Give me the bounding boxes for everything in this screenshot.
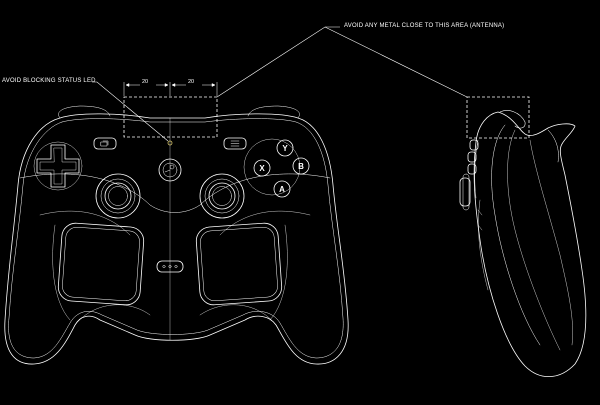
a-button-label: A <box>279 185 285 194</box>
leader-line-antenna <box>216 26 340 98</box>
status-led-annotation: AVOID BLOCKING STATUS LED <box>2 78 96 84</box>
side-face-button[interactable] <box>469 139 479 151</box>
face-buttons-ring <box>243 138 301 196</box>
x-button[interactable] <box>253 159 271 177</box>
y-button-label: Y <box>282 144 288 153</box>
left-trackpad[interactable] <box>57 222 145 306</box>
view-button-icon[interactable] <box>93 137 117 150</box>
a-button[interactable] <box>273 180 291 198</box>
dimension-line <box>123 82 218 96</box>
dpad-icon[interactable] <box>36 144 80 188</box>
led-keepout-zone <box>123 96 218 138</box>
dimension-label-left: 20 <box>142 79 149 85</box>
antenna-keepout-zone-side <box>466 96 530 139</box>
side-contour <box>491 124 541 346</box>
controller-front-inner-outline <box>8 118 344 359</box>
contour-line <box>247 105 300 119</box>
right-thumbstick[interactable] <box>199 173 245 219</box>
left-thumbstick[interactable] <box>95 173 141 219</box>
controller-side-outline <box>473 111 587 378</box>
leader-line-antenna-side <box>324 26 468 98</box>
steam-button[interactable] <box>158 158 182 182</box>
dimension-label-right: 20 <box>188 79 195 85</box>
contour-line <box>219 210 311 236</box>
x-button-label: X <box>259 164 265 173</box>
usb-connector <box>156 260 184 273</box>
y-button[interactable] <box>276 139 294 157</box>
contour-line <box>39 210 131 236</box>
menu-button-glyph <box>230 140 240 147</box>
right-trackpad[interactable] <box>195 222 283 306</box>
side-face-button[interactable] <box>467 151 477 163</box>
menu-button-icon[interactable] <box>223 137 247 150</box>
b-button-label: B <box>298 162 304 171</box>
dpad-ring <box>33 141 83 191</box>
controller-front-outline <box>4 113 349 365</box>
contour-line <box>199 304 277 326</box>
leader-line-led <box>92 81 169 142</box>
side-stick-profile[interactable] <box>459 177 471 207</box>
side-trigger[interactable] <box>499 110 526 129</box>
steam-logo-icon <box>162 162 178 178</box>
b-button[interactable] <box>292 157 310 175</box>
side-face-button[interactable] <box>467 163 477 175</box>
view-button-glyph <box>100 140 109 147</box>
status-led-icon <box>167 140 173 146</box>
antenna-annotation: AVOID ANY METAL CLOSE TO THIS AREA (ANTE… <box>344 23 505 29</box>
contour-line <box>58 105 111 119</box>
contour-line <box>74 304 151 326</box>
